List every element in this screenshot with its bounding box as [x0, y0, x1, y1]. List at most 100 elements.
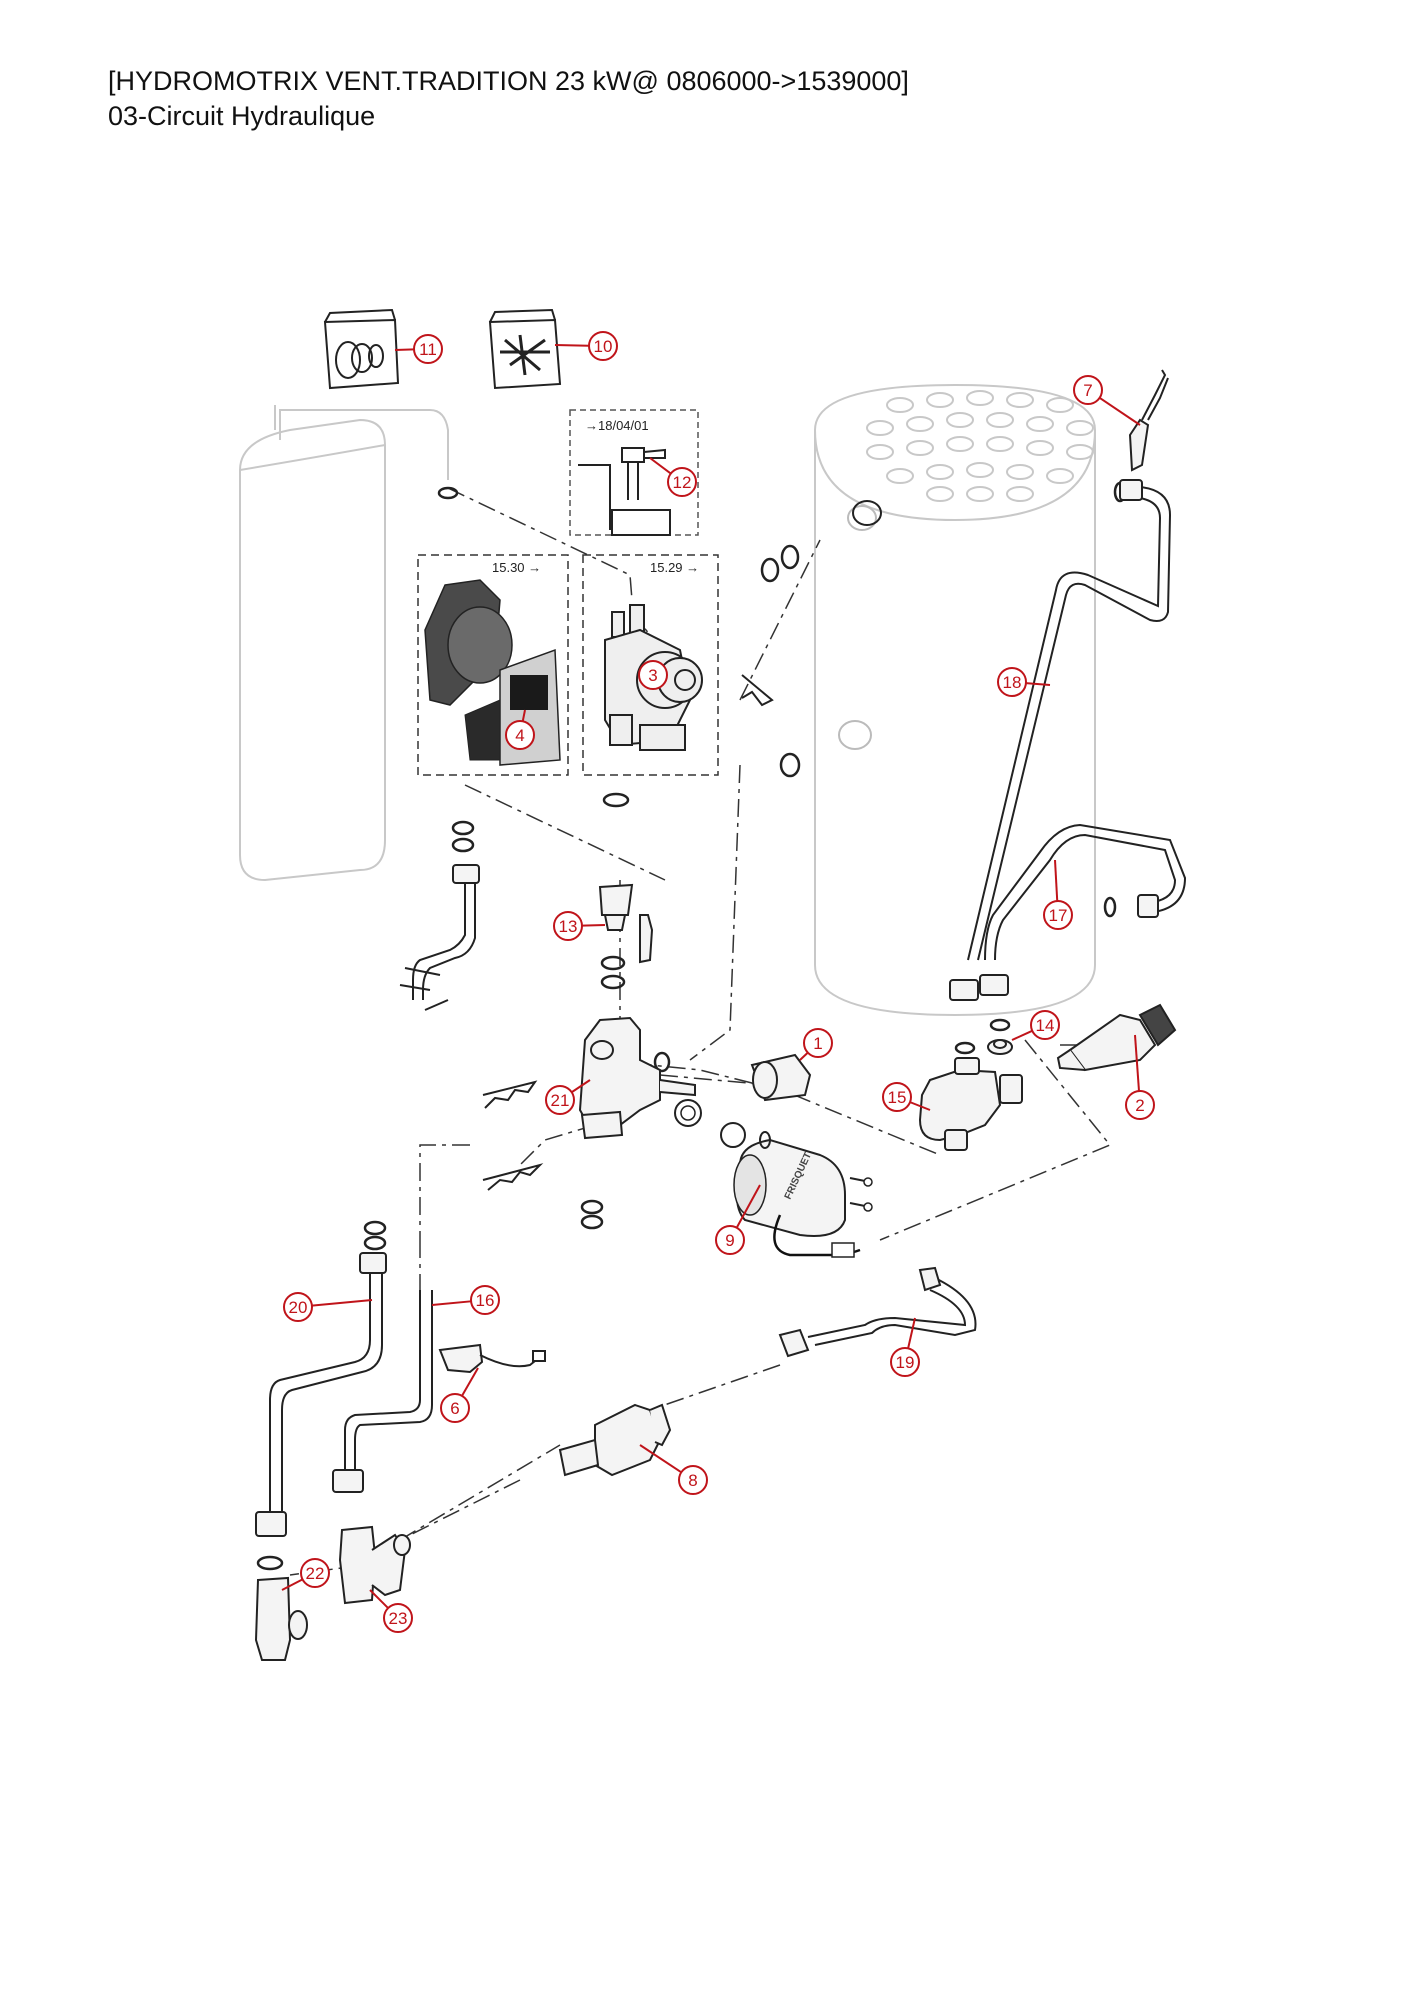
- valve-body-15: [918, 1057, 1023, 1151]
- pressure-sensor-1: [750, 1053, 812, 1102]
- expansion-vessel-ghost: [239, 405, 449, 882]
- callout-18: 18: [997, 667, 1027, 697]
- screw-kit-bag: [488, 308, 562, 390]
- callout-leader-14: [1011, 1029, 1033, 1041]
- tank-hole: [886, 397, 914, 413]
- callout-number-22: 22: [306, 1564, 325, 1583]
- callout-16: 16: [470, 1285, 500, 1315]
- callout-circle-9: [715, 1225, 745, 1255]
- callout-leader-12: [649, 457, 672, 475]
- header: [HYDROMOTRIX VENT.TRADITION 23 kW@ 08060…: [108, 64, 909, 134]
- callout-leader-10: [554, 344, 590, 347]
- tank-fittings-ghost: [838, 505, 877, 750]
- callout-9: 9: [715, 1225, 745, 1255]
- callout-leader-9: [735, 1184, 761, 1229]
- callout-circle-4: [505, 720, 535, 750]
- callout-number-19: 19: [896, 1353, 915, 1372]
- callout-leader-17: [1054, 859, 1059, 902]
- callout-7: 7: [1073, 375, 1103, 405]
- tank-hole: [1046, 397, 1074, 413]
- callout-11: 11: [413, 334, 443, 364]
- tank-hole: [1026, 440, 1054, 456]
- page-subtitle: 03-Circuit Hydraulique: [108, 101, 376, 131]
- inset-4-label: 15.30 →: [492, 560, 541, 575]
- callout-number-14: 14: [1036, 1016, 1055, 1035]
- callout-number-12: 12: [673, 473, 692, 492]
- tank-hole: [926, 392, 954, 408]
- callout-circle-20: [283, 1292, 313, 1322]
- tank-hole: [866, 444, 894, 460]
- callout-23: 23: [383, 1603, 413, 1633]
- o-rings: [256, 481, 1127, 1571]
- temperature-sensor-7: [1128, 369, 1169, 472]
- callout-circle-15: [882, 1082, 912, 1112]
- callout-circle-19: [890, 1347, 920, 1377]
- callout-8: 8: [678, 1465, 708, 1495]
- retaining-clips: [482, 674, 774, 1191]
- tank-hole: [1066, 420, 1094, 436]
- inset-12-label: →18/04/01: [585, 418, 649, 433]
- callout-3: 3: [638, 660, 668, 690]
- callout-circle-12: [667, 467, 697, 497]
- tank-hole: [946, 412, 974, 428]
- tank-hole: [886, 468, 914, 484]
- tank-hole: [906, 416, 934, 432]
- callout-number-11: 11: [419, 340, 437, 359]
- callout-1: 1: [803, 1028, 833, 1058]
- tank-hole: [966, 462, 994, 478]
- callout-number-23: 23: [389, 1609, 408, 1628]
- callout-number-10: 10: [594, 337, 613, 356]
- tank-hole: [966, 486, 994, 502]
- callout-number-7: 7: [1083, 381, 1092, 400]
- callout-number-3: 3: [648, 666, 657, 685]
- callout-circle-17: [1043, 900, 1073, 930]
- callout-4: 4: [505, 720, 535, 750]
- page-title: [HYDROMOTRIX VENT.TRADITION 23 kW@ 08060…: [108, 66, 909, 96]
- callout-13: 13: [553, 911, 583, 941]
- callout-number-9: 9: [725, 1231, 734, 1250]
- bypass-valve-13: [598, 883, 654, 964]
- callout-number-20: 20: [289, 1298, 308, 1317]
- tank-tube-holes: [866, 390, 1094, 502]
- tank-hole: [866, 420, 894, 436]
- callout-circle-7: [1073, 375, 1103, 405]
- callout-number-4: 4: [515, 726, 524, 745]
- callout-14: 14: [1030, 1010, 1060, 1040]
- callout-number-6: 6: [450, 1399, 459, 1418]
- callout-leader-20: [311, 1299, 373, 1307]
- callout-2: 2: [1125, 1090, 1155, 1120]
- callout-circle-18: [997, 667, 1027, 697]
- callout-leader-18: [1025, 682, 1051, 686]
- tank-hole: [926, 486, 954, 502]
- callout-number-2: 2: [1135, 1096, 1144, 1115]
- water-tank-ghost: [814, 383, 1096, 1017]
- tank-hole: [966, 390, 994, 406]
- safety-valve-22: [254, 1576, 308, 1661]
- callout-leader-21: [571, 1079, 591, 1094]
- flow-sensor-2: [1056, 1003, 1177, 1072]
- tank-hole: [906, 440, 934, 456]
- callout-22: 22: [300, 1558, 330, 1588]
- callout-leader-6: [461, 1367, 479, 1397]
- callout-number-21: 21: [551, 1091, 570, 1110]
- callout-circle-22: [300, 1558, 330, 1588]
- callout-number-1: 1: [813, 1034, 822, 1053]
- callout-21: 21: [545, 1085, 575, 1115]
- hydraulic-block-21: [578, 1016, 696, 1140]
- callout-number-17: 17: [1049, 906, 1068, 925]
- callout-leader-11: [394, 348, 415, 351]
- flow-switch-6: [438, 1343, 546, 1374]
- callout-number-18: 18: [1003, 673, 1022, 692]
- callout-15: 15: [882, 1082, 912, 1112]
- callout-10: 10: [588, 331, 618, 361]
- callout-circle-21: [545, 1085, 575, 1115]
- callout-leader-23: [369, 1589, 389, 1609]
- seal-kit-bag: [323, 308, 400, 390]
- filling-valve-8: [558, 1403, 672, 1477]
- callout-19: 19: [890, 1347, 920, 1377]
- callout-number-16: 16: [476, 1291, 495, 1310]
- pipes: [269, 486, 1187, 1512]
- tank-hole: [1006, 486, 1034, 502]
